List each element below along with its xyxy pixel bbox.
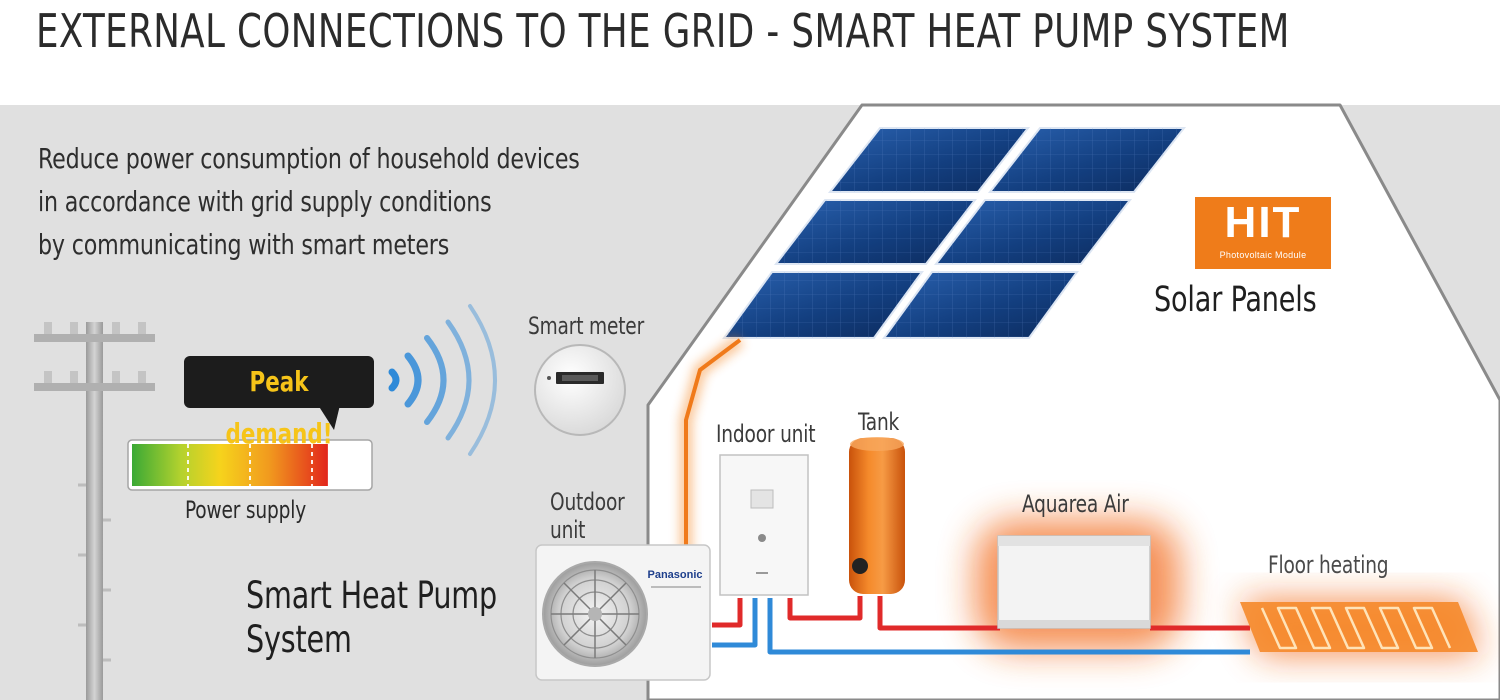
peak-demand-text: Peak demand! <box>225 365 333 450</box>
tank-icon <box>849 437 905 594</box>
callout-pointer <box>318 405 340 430</box>
smart-meter-icon <box>534 344 626 436</box>
page-title: EXTERNAL CONNECTIONS TO THE GRID - SMART… <box>36 4 1290 58</box>
outdoor-unit-label-line-1: Outdoor <box>550 488 625 516</box>
solar-cable <box>679 334 745 555</box>
power-supply-bar <box>127 439 373 491</box>
solar-panels-label: Solar Panels <box>1154 280 1317 320</box>
power-supply-fill <box>132 444 328 486</box>
floor-heating-icon <box>1240 602 1478 652</box>
wireless-signal-icon <box>388 304 497 456</box>
system-label-line-2: System <box>246 618 352 661</box>
description-line-2: in accordance with grid supply condition… <box>38 185 492 218</box>
aquarea-air-label: Aquarea Air <box>1022 490 1129 518</box>
indoor-unit-label: Indoor unit <box>716 420 816 448</box>
description-line-3: by communicating with smart meters <box>38 228 450 261</box>
hit-logo-word: HIT <box>1224 198 1302 247</box>
power-supply-label: Power supply <box>185 496 307 524</box>
description-line-1: Reduce power consumption of household de… <box>38 142 580 175</box>
hit-logo-subtitle: Photovoltaic Module <box>1219 250 1307 260</box>
indoor-unit-icon <box>719 454 809 596</box>
aquarea-air-icon <box>997 535 1151 629</box>
utility-pole-icon <box>34 322 155 700</box>
tank-label: Tank <box>858 408 900 436</box>
hit-logo: HIT Photovoltaic Module <box>1195 197 1331 269</box>
floor-heating-label: Floor heating <box>1268 551 1389 579</box>
outdoor-unit-label-line-2: unit <box>550 516 586 544</box>
system-label-line-1: Smart Heat Pump <box>246 574 498 617</box>
pipes <box>712 596 1250 655</box>
outdoor-unit-brand: Panasonic <box>647 569 702 581</box>
solar-panels-icon <box>722 127 1187 339</box>
outdoor-unit-icon: Panasonic <box>535 544 711 681</box>
smart-meter-label: Smart meter <box>528 312 645 340</box>
peak-demand-callout: Peak demand! <box>184 356 374 450</box>
